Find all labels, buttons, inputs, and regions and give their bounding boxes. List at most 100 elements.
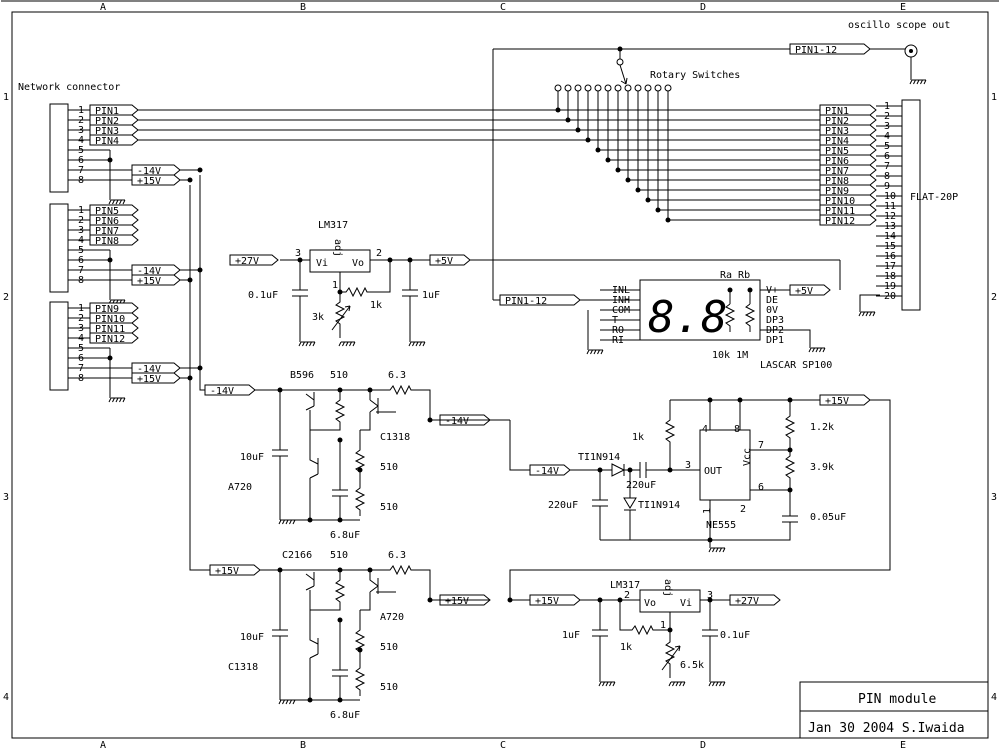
pin-net-label: PIN1 bbox=[95, 106, 119, 117]
svg-text:TI1N914: TI1N914 bbox=[578, 452, 620, 463]
svg-text:C1318: C1318 bbox=[228, 662, 258, 673]
switch-contact-icon bbox=[574, 84, 582, 92]
ne555-oscillator: OUT Vcc NE555 4 8 7 6 3 2 1 1k 1.2k 3.9k… bbox=[548, 397, 846, 553]
network-connector-label: Network connector bbox=[18, 82, 120, 93]
switch-contact-icon bbox=[594, 84, 602, 92]
switch-contact-icon bbox=[564, 84, 572, 92]
zone-col-top: D bbox=[700, 2, 706, 13]
svg-text:1k: 1k bbox=[370, 300, 382, 311]
svg-text:1: 1 bbox=[660, 620, 666, 631]
zone-row-left: 3 bbox=[3, 492, 9, 503]
oscilloscope-net-label: PIN1-12 bbox=[795, 45, 837, 56]
svg-text:0.1uF: 0.1uF bbox=[720, 630, 750, 641]
flat-pin-net-label: PIN9 bbox=[825, 186, 849, 197]
svg-text:510: 510 bbox=[380, 682, 398, 693]
zone-row-right: 1 bbox=[991, 92, 997, 103]
svg-text:0.05uF: 0.05uF bbox=[810, 512, 846, 523]
pin-bus-wires: PIN1PIN2PIN3PIN4PIN5PIN6PIN7PIN8PIN9PIN1… bbox=[138, 104, 877, 227]
svg-text:3: 3 bbox=[707, 590, 713, 601]
svg-text:1: 1 bbox=[702, 508, 713, 514]
lm317-2-label: LM317 bbox=[610, 580, 640, 591]
flat-pin-net-label: PIN12 bbox=[825, 216, 855, 227]
pos15v-timer-label: +15V bbox=[825, 396, 849, 407]
pin-net-label: PIN4 bbox=[95, 136, 119, 147]
flat-pin-net-label: PIN11 bbox=[825, 206, 855, 217]
flat-pin-net-label: PIN5 bbox=[825, 146, 849, 157]
svg-text:6.8uF: 6.8uF bbox=[330, 530, 360, 541]
flat-connector-label: FLAT-20P bbox=[910, 192, 958, 203]
lm317-regulator-5v: LM317 Vi Vo adj 3 2 1 0.1uF 1k 3k 1uF bbox=[248, 220, 841, 347]
svg-text:510: 510 bbox=[330, 370, 348, 381]
svg-text:B596: B596 bbox=[290, 370, 314, 381]
zone-col-bottom: C bbox=[500, 740, 506, 750]
svg-text:10uF: 10uF bbox=[240, 632, 264, 643]
svg-text:1uF: 1uF bbox=[422, 290, 440, 301]
zone-col-top: E bbox=[900, 2, 906, 13]
svg-text:1k: 1k bbox=[620, 642, 632, 653]
svg-text:510: 510 bbox=[380, 462, 398, 473]
svg-text:3k: 3k bbox=[312, 312, 324, 323]
flat-pin-net-label: PIN10 bbox=[825, 196, 855, 207]
svg-text:0.1uF: 0.1uF bbox=[248, 290, 278, 301]
zone-col-bottom: A bbox=[100, 740, 106, 750]
display-digits: 8.8 bbox=[648, 292, 727, 343]
display-right-pin-label: 0V bbox=[766, 305, 778, 316]
svg-text:adj: adj bbox=[332, 239, 343, 257]
svg-text:7: 7 bbox=[758, 440, 764, 451]
neg14v-net-label: -14V bbox=[137, 166, 161, 177]
zone-col-top: B bbox=[300, 2, 306, 13]
svg-text:2: 2 bbox=[740, 504, 746, 515]
svg-text:C2166: C2166 bbox=[282, 550, 312, 561]
svg-text:510: 510 bbox=[380, 642, 398, 653]
lascar-sp100-display: 8.8 Ra Rb 10k 1M LASCAR SP100 bbox=[580, 270, 832, 371]
svg-text:3: 3 bbox=[685, 460, 691, 471]
plus5v-net-label: +5V bbox=[435, 256, 453, 267]
flat-pin-net-label: PIN7 bbox=[825, 166, 849, 177]
drawing-date-author: Jan 30 2004 S.Iwaida bbox=[808, 721, 965, 736]
svg-text:2: 2 bbox=[624, 590, 630, 601]
pin-net-label: PIN8 bbox=[95, 236, 119, 247]
lm317-1-label: LM317 bbox=[318, 220, 348, 231]
flat-pin-net-label: PIN6 bbox=[825, 156, 849, 167]
pin-net-label: PIN11 bbox=[95, 324, 125, 335]
svg-text:adj: adj bbox=[662, 579, 673, 597]
flat-pin-net-label: PIN8 bbox=[825, 176, 849, 187]
flat-pin-net-label: PIN2 bbox=[825, 116, 849, 127]
display-right-pin-label: DP3 bbox=[766, 315, 784, 326]
switch-wiper-icon bbox=[616, 58, 624, 66]
svg-text:6.8uF: 6.8uF bbox=[330, 710, 360, 721]
neg14v-timer-label: -14V bbox=[535, 466, 559, 477]
flat-pin-net-label: PIN3 bbox=[825, 126, 849, 137]
pos15v-net-label: +15V bbox=[137, 276, 161, 287]
neg14v-regulator: B596 510 6.3 C1318 10uF A720 510 510 6 bbox=[199, 175, 530, 541]
oscilloscope-output: oscillo scope out bbox=[492, 20, 950, 301]
pos15v-net-label: +15V bbox=[137, 374, 161, 385]
svg-text:510: 510 bbox=[380, 502, 398, 513]
plus27v-net-label: +27V bbox=[235, 256, 259, 267]
oscilloscope-out-label: oscillo scope out bbox=[848, 20, 950, 31]
drawing-title: PIN module bbox=[858, 692, 936, 707]
zone-row-right: 4 bbox=[991, 692, 997, 703]
switch-contact-icon bbox=[614, 84, 622, 92]
zone-row-left: 2 bbox=[3, 292, 9, 303]
svg-text:OUT: OUT bbox=[704, 466, 722, 477]
display-plus5v-net-label: +5V bbox=[795, 286, 813, 297]
svg-text:1k: 1k bbox=[632, 432, 644, 443]
display-right-pin-label: DP1 bbox=[766, 335, 784, 346]
svg-text:1.2k: 1.2k bbox=[810, 422, 834, 433]
zone-col-bottom: D bbox=[700, 740, 706, 750]
zone-row-left: 4 bbox=[3, 692, 9, 703]
svg-text:220uF: 220uF bbox=[548, 500, 578, 511]
display-right-pin-label: V+ bbox=[766, 285, 778, 296]
svg-text:6.3: 6.3 bbox=[388, 370, 406, 381]
pin-net-label: PIN3 bbox=[95, 126, 119, 137]
svg-text:8: 8 bbox=[734, 424, 740, 435]
display-right-pin-label: DP2 bbox=[766, 325, 784, 336]
display-right-pin-label: DE bbox=[766, 295, 778, 306]
